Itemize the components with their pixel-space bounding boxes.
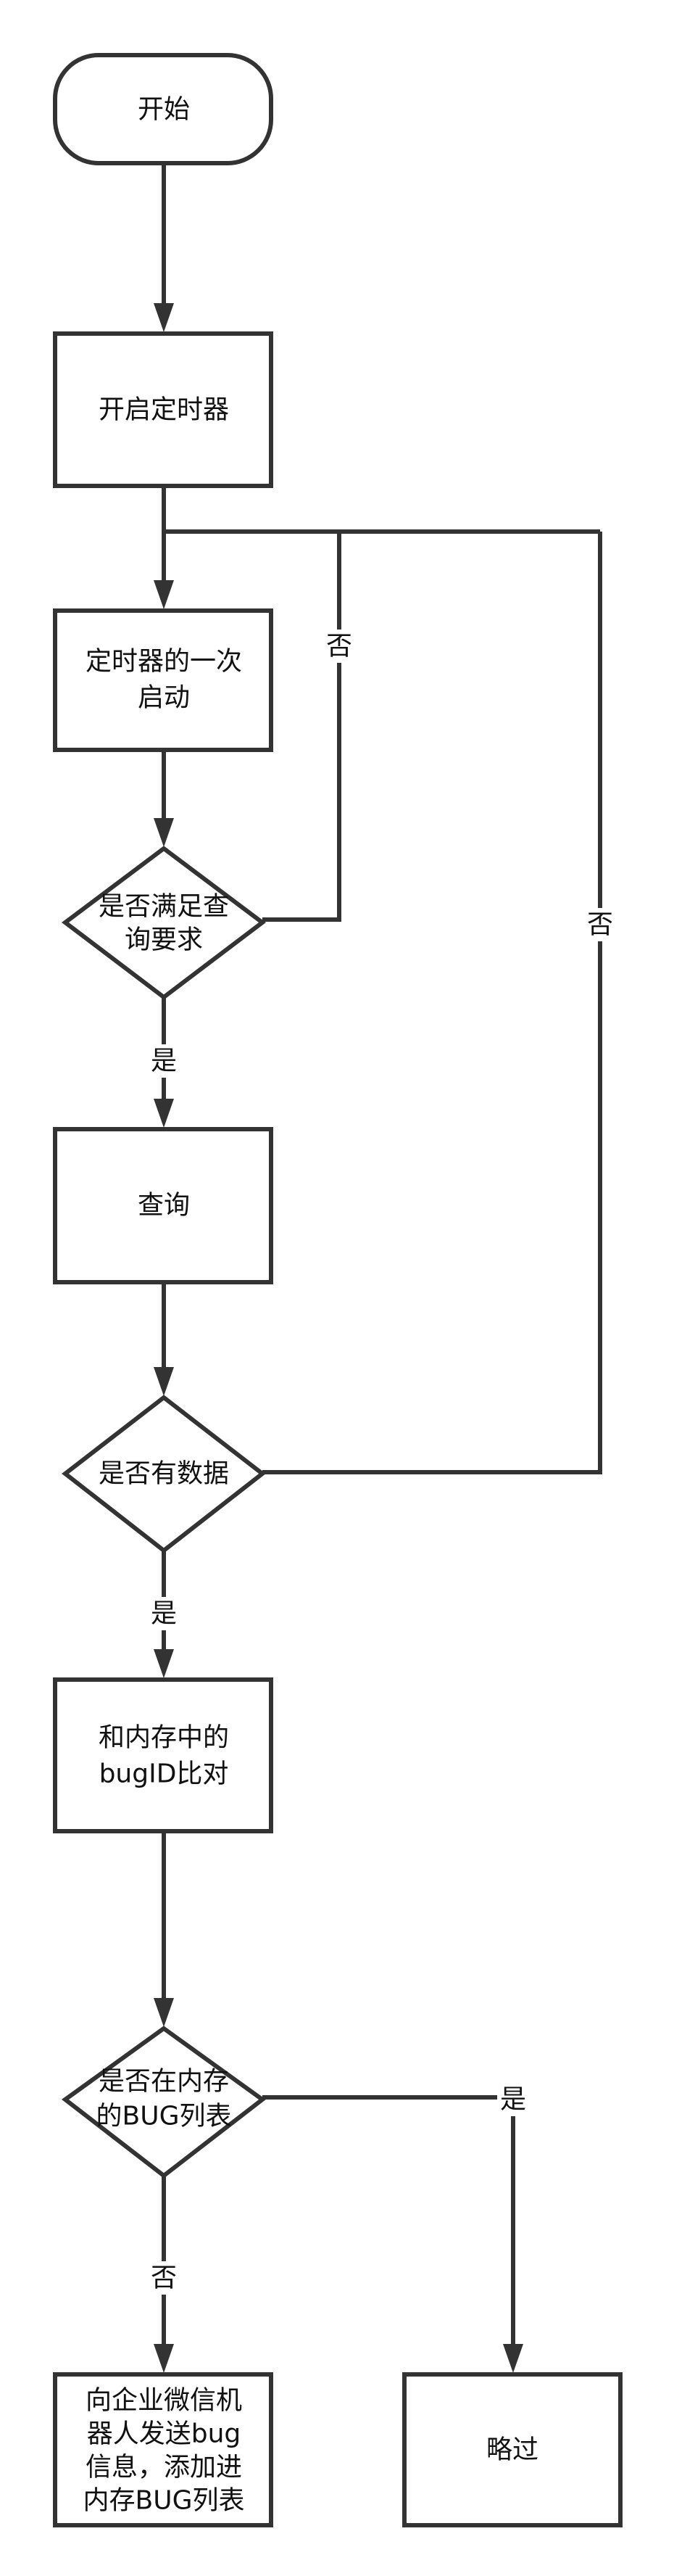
edge-label-data-no: 否 xyxy=(587,910,613,940)
edge-label-in-list-yes: 是 xyxy=(500,2085,526,2115)
edge-data-no-loop xyxy=(262,532,602,1474)
edges xyxy=(162,163,602,2350)
node-start-label: 开始 xyxy=(138,95,190,125)
node-has-data-label: 是否有数据 xyxy=(99,1459,229,1489)
node-in-list-line-1: 是否在内存 xyxy=(99,2067,229,2097)
node-send: 向企业微信机 器人发送bug 信息，添加进 内存BUG列表 xyxy=(53,2372,273,2527)
node-timer-fire-line-1: 定时器的一次 xyxy=(86,647,242,677)
node-compare-line-1: 和内存中的 xyxy=(99,1723,229,1753)
node-check-condition-line-1: 是否满足查 xyxy=(99,892,229,922)
node-send-line-1: 向企业微信机 xyxy=(86,2386,242,2416)
arrowhead-timer-to-fire xyxy=(154,580,174,609)
arrowhead-data-yes xyxy=(154,1649,174,1678)
node-in-list: 是否在内存 的BUG列表 xyxy=(61,2026,267,2179)
edge-label-condition-no: 否 xyxy=(326,632,352,661)
node-has-data: 是否有数据 xyxy=(62,1395,266,1553)
arrowhead-compare-to-list xyxy=(154,1998,174,2027)
node-check-condition-line-2: 询要求 xyxy=(125,925,203,955)
edge-label-in-list-no: 否 xyxy=(151,2263,177,2293)
arrowhead-start-to-timer xyxy=(154,303,174,332)
node-compare: 和内存中的 bugID比对 xyxy=(53,1677,273,1833)
node-skip-label: 略过 xyxy=(486,2435,538,2465)
node-in-list-line-2: 的BUG列表 xyxy=(96,2102,232,2131)
edge-label-condition-yes: 是 xyxy=(151,1046,177,1076)
node-check-condition: 是否满足查 询要求 xyxy=(62,846,266,1000)
node-compare-line-2: bugID比对 xyxy=(99,1759,229,1789)
node-query: 查询 xyxy=(53,1127,273,1284)
node-start-timer: 开启定时器 xyxy=(53,331,273,488)
node-start-timer-label: 开启定时器 xyxy=(99,395,229,425)
arrowhead-fire-to-condition xyxy=(154,818,174,847)
edge-list-yes xyxy=(262,2095,515,2350)
arrowhead-list-yes xyxy=(503,2344,523,2373)
node-timer-fire: 定时器的一次 启动 xyxy=(53,608,273,752)
node-send-line-3: 信息，添加进 xyxy=(86,2453,242,2482)
node-send-line-4: 内存BUG列表 xyxy=(83,2486,245,2516)
arrowhead-query-to-data xyxy=(154,1367,174,1396)
arrowheads xyxy=(154,303,523,2373)
node-skip: 略过 xyxy=(402,2372,623,2527)
edge-label-data-yes: 是 xyxy=(151,1599,177,1629)
arrowhead-condition-yes xyxy=(154,1099,174,1128)
node-query-label: 查询 xyxy=(138,1191,190,1221)
node-start: 开始 xyxy=(53,53,273,165)
edge-condition-no-loop xyxy=(262,532,341,922)
node-send-line-2: 器人发送bug xyxy=(87,2419,241,2449)
arrowhead-list-no xyxy=(154,2344,174,2373)
edge-labels: 否 是 否 是 是 否 xyxy=(148,629,616,2295)
node-timer-fire-line-2: 启动 xyxy=(138,683,190,713)
